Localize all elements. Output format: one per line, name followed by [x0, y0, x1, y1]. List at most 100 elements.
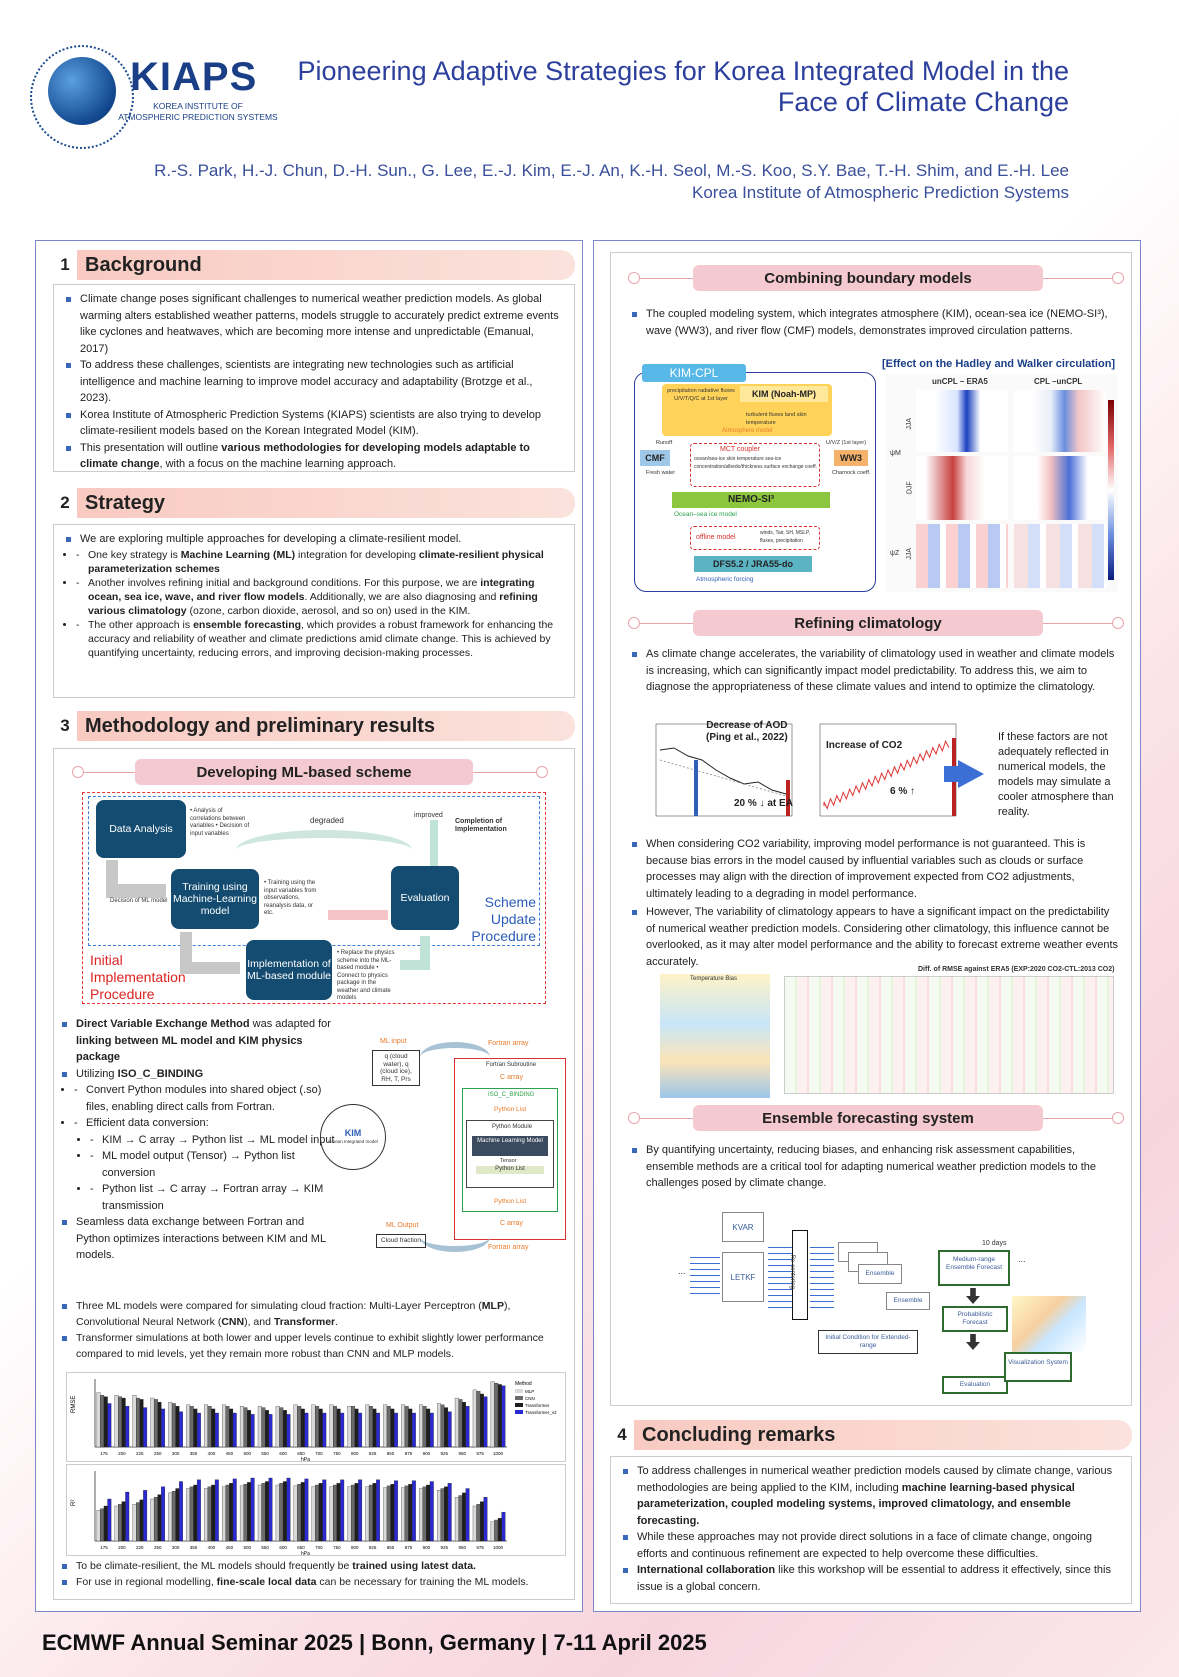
bar — [315, 1406, 320, 1448]
bar — [121, 1397, 126, 1448]
section-title: Concluding remarks — [642, 1423, 836, 1446]
bullet: While these approaches may not provide d… — [621, 1529, 1121, 1562]
map-panel — [1014, 524, 1106, 588]
subsection-header: Ensemble forecasting system — [693, 1105, 1043, 1131]
bar — [143, 1490, 148, 1542]
divider-dot — [628, 1112, 640, 1124]
tick-label: 900 — [423, 1545, 431, 1550]
bar — [422, 1406, 427, 1448]
kim-cpl-tab: KIM-CPL — [642, 364, 746, 382]
bar — [286, 1477, 291, 1542]
map-panel — [916, 524, 1008, 588]
bar — [207, 1486, 212, 1542]
bar — [265, 1410, 269, 1448]
bar — [114, 1505, 119, 1542]
tick-label: 400 — [208, 1545, 216, 1550]
bar — [479, 1501, 484, 1542]
evaluation-box: Evaluation — [942, 1376, 1008, 1394]
row-label: JJA — [906, 547, 914, 560]
python-list-3: Python List — [494, 1198, 527, 1205]
bar — [275, 1406, 280, 1448]
bar — [136, 1502, 140, 1542]
arrow-right-tail — [944, 766, 960, 782]
bar — [483, 1396, 488, 1448]
bar — [372, 1483, 377, 1542]
tick-label: 850 — [387, 1545, 395, 1550]
python-list-1: Python List — [494, 1106, 527, 1113]
col-label: unCPL – ERA5 — [932, 377, 988, 386]
bar — [476, 1391, 481, 1448]
kim-cpl-diagram — [634, 372, 876, 592]
tick-label: 925 — [441, 1545, 449, 1550]
forecast-map — [1012, 1296, 1086, 1352]
bar — [139, 1399, 144, 1448]
dots-right: ... — [1018, 1254, 1026, 1264]
ml-output-label: ML Output — [386, 1222, 419, 1229]
bullet: To address these challenges, scientists … — [64, 357, 564, 407]
bar — [454, 1497, 459, 1542]
coupled-text: The coupled modeling system, which integ… — [630, 306, 1120, 339]
arrow-impl-head — [180, 962, 240, 974]
divider-dot — [1112, 617, 1124, 629]
bar — [243, 1407, 248, 1448]
bar — [157, 1494, 162, 1542]
divider-dot — [628, 272, 640, 284]
bar — [429, 1481, 434, 1542]
logo-text: KIAPS — [130, 55, 258, 99]
bar — [372, 1408, 377, 1448]
nemo-box: NEMO-SI³ — [672, 492, 830, 508]
days-label: 10 days — [982, 1240, 1007, 1247]
bar — [311, 1404, 316, 1448]
turb-note: turbulent fluxes land skin temperature — [746, 412, 807, 426]
bar — [408, 1483, 413, 1542]
tick-label: 700 — [315, 1451, 323, 1456]
bar — [458, 1399, 463, 1448]
mct-note: ocean/sea-ice skin temperature sea-ice c… — [694, 456, 818, 470]
degraded-label: degraded — [310, 816, 344, 825]
sub-bullet: Another involves refining initial and ba… — [76, 576, 564, 618]
kvar-box: KVAR — [722, 1212, 764, 1242]
bullet: By quantifying uncertainty, reducing bia… — [630, 1142, 1120, 1192]
bar — [354, 1483, 359, 1542]
bar — [257, 1406, 262, 1448]
ml-model-box: Machine Learning Model — [472, 1136, 548, 1156]
bar — [422, 1486, 427, 1542]
dfs-box: DFS5.2 / JRA55-do — [694, 556, 812, 572]
tick-label: 500 — [244, 1545, 252, 1550]
arrow-to-eval — [328, 910, 388, 920]
bar — [100, 1395, 105, 1448]
bar — [243, 1483, 248, 1542]
bar — [462, 1492, 466, 1542]
bar — [139, 1499, 144, 1542]
bar — [239, 1485, 244, 1542]
bar — [161, 1408, 166, 1448]
bar — [279, 1407, 284, 1448]
cloud-fraction-box: Cloud fraction — [376, 1234, 426, 1248]
tick-label: 500 — [244, 1451, 252, 1456]
bar — [250, 1477, 255, 1542]
initial-impl-label: Initial Implementation Procedure — [90, 952, 186, 1002]
bar — [336, 1483, 341, 1542]
var-label: ψZ — [890, 550, 900, 557]
bar — [393, 1480, 398, 1542]
python-module-label: Python Module — [492, 1124, 533, 1130]
iso-box — [462, 1088, 558, 1212]
divider-dot — [1112, 1112, 1124, 1124]
bar — [257, 1484, 262, 1542]
ocean-label: Ocean–sea ice model — [674, 511, 737, 518]
bar — [186, 1488, 191, 1542]
data-analysis-box: Data Analysis — [96, 800, 186, 858]
bullet: Seamless data exchange between Fortran a… — [60, 1214, 335, 1264]
bar — [204, 1488, 209, 1542]
bar — [96, 1392, 101, 1448]
winds-note: winds, Tair, SH, MSLP, fluxes, precipita… — [760, 530, 811, 544]
bar — [189, 1406, 194, 1448]
tick-label: 250 — [154, 1545, 162, 1550]
fortran-array-bottom: Fortran array — [488, 1244, 529, 1251]
background-box: Climate change poses significant challen… — [53, 284, 575, 472]
evaluation-box: Evaluation — [391, 866, 459, 930]
bar — [297, 1483, 302, 1542]
tick-label: 750 — [333, 1545, 341, 1550]
